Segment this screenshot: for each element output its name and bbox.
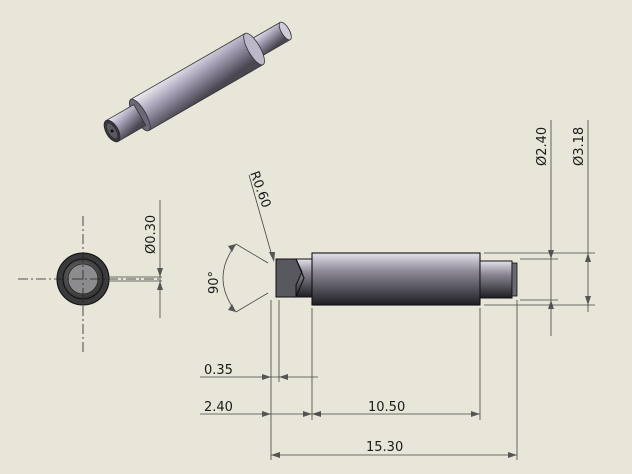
neck-diameter-label: Ø2.40 [535, 127, 550, 166]
body-diameter-label: Ø3.18 [572, 127, 587, 166]
end-length-label: 2.40 [204, 400, 233, 415]
end-view: Ø0.30 [18, 200, 163, 352]
hole-diameter-label: Ø0.30 [144, 215, 159, 254]
side-view [275, 252, 518, 306]
chamfer-label: 0.35 [204, 363, 233, 378]
isometric-view [103, 21, 292, 143]
radius-label: R0.60 [246, 169, 273, 210]
total-length-label: 15.30 [366, 440, 403, 455]
body-length-label: 10.50 [368, 400, 405, 415]
angle-label: 90° [207, 271, 222, 294]
